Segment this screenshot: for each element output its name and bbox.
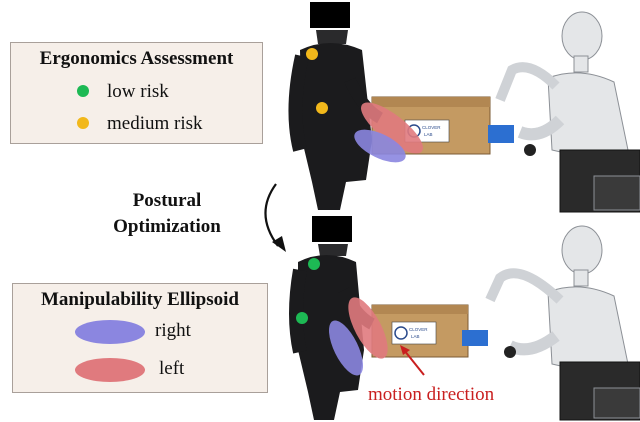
face-censor-top [310,2,350,28]
gripper-top [488,125,536,156]
ergonomics-legend-title: Ergonomics Assessment [39,48,234,69]
box-label-line2: LAB [424,132,433,137]
box-label-line1: CLOVER [422,125,441,130]
manipulability-legend-title: Manipulability Ellipsoid [41,289,239,310]
box-bottom: CLOVER LAB [371,304,469,358]
left-ellipsoid-swatch [75,358,145,382]
right-ellipsoid-swatch [75,320,145,344]
ellipsoid-left-top [361,102,423,154]
marker-elbow-medium-top [316,102,328,114]
ellipsoid-right-top [354,129,406,163]
manipulability-legend: Manipulability Ellipsoid right left [12,283,268,393]
low-risk-dot [77,85,89,97]
marker-elbow-low-bottom [296,312,308,324]
left-ellipsoid-label: left [159,358,185,379]
motion-direction-label: motion direction [368,384,495,405]
robot-top [495,11,640,213]
right-ellipsoid-label: right [155,320,191,341]
medium-risk-dot [77,117,89,129]
motion-direction-arrowhead [400,345,410,355]
box-label-line1-bottom: CLOVER [409,327,428,332]
face-censor-bottom [312,216,352,242]
robot-bottom [485,225,640,421]
motion-direction-arrow [403,349,425,376]
flow-label-line2: Optimization [113,216,221,237]
bottom-scene: CLOVER LAB [289,216,640,421]
ellipsoid-left-bottom [348,297,388,359]
ergonomics-legend: Ergonomics Assessment low risk medium ri… [10,42,263,144]
medium-risk-label: medium risk [107,113,203,134]
top-scene: CLOVER LAB [288,2,640,213]
box-label-line2-bottom: LAB [411,334,420,339]
ellipsoid-right-bottom [328,320,364,376]
flow-label-line1: Postural [132,190,202,211]
marker-shoulder-medium-top [306,48,318,60]
gripper-bottom [462,330,516,358]
marker-shoulder-low-bottom [308,258,320,270]
low-risk-label: low risk [107,81,169,102]
optimization-arrow [264,183,286,252]
